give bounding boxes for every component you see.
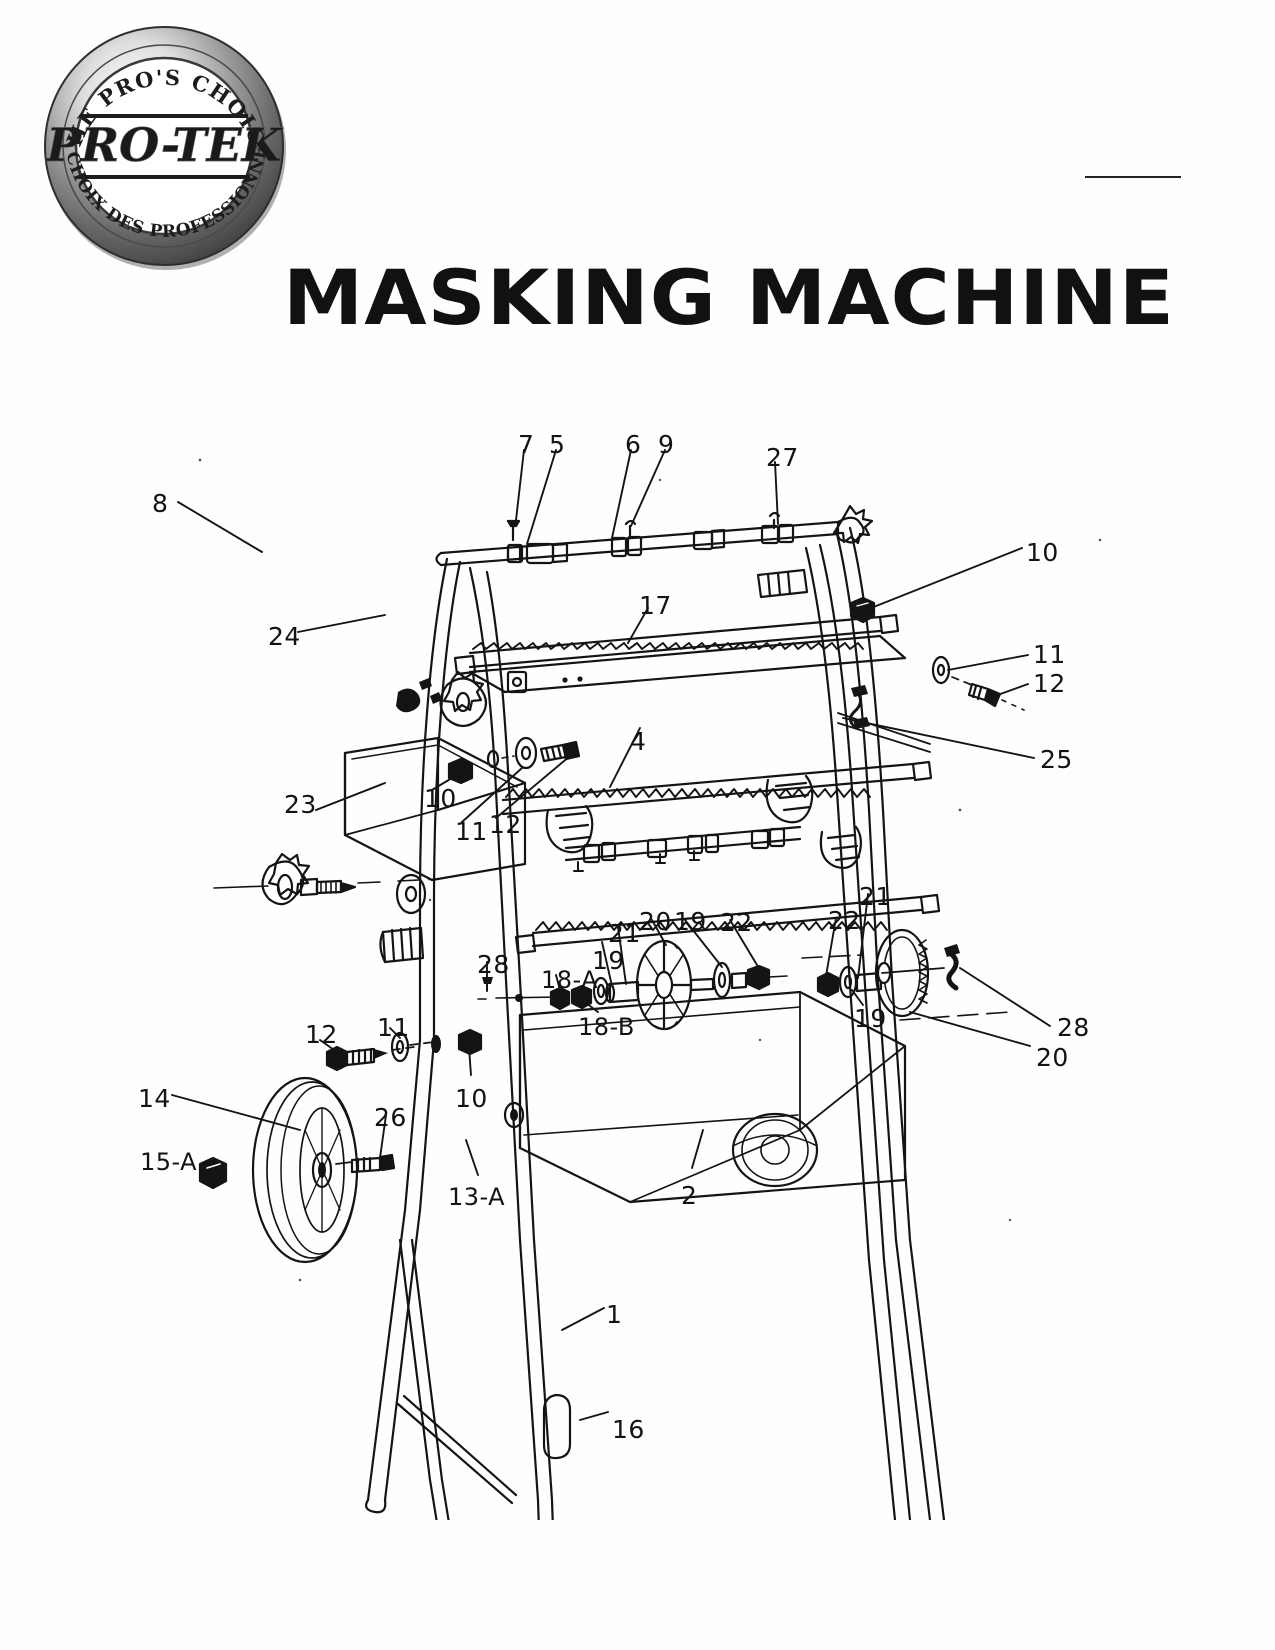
wheel-hardware-10-11-12 <box>325 1028 483 1072</box>
callout-26: 26 <box>374 1103 407 1132</box>
masking-machine-illustration <box>0 340 1275 1520</box>
callout-28: 28 <box>1057 1013 1090 1042</box>
callout-10: 10 <box>1026 538 1059 567</box>
callout-19: 19 <box>592 946 625 975</box>
middle-cutter-bar <box>501 760 933 816</box>
tape-roll-cradle-right <box>819 825 863 870</box>
leader-lines <box>171 449 1051 1421</box>
lower-cutter-bar <box>514 893 941 955</box>
callout-23: 23 <box>284 790 317 819</box>
callout-21: 21 <box>608 919 641 948</box>
callout-11: 11 <box>377 1013 410 1042</box>
callout-20: 20 <box>1036 1043 1069 1072</box>
callout-8: 8 <box>152 489 169 518</box>
callout-12: 12 <box>1033 669 1066 698</box>
callout-12: 12 <box>305 1020 338 1049</box>
pro-tek-logo: PRO-TEK THE PRO'S CHOICE LE CHOIX DES PR… <box>42 24 290 272</box>
margin-tick-mark <box>1085 176 1181 178</box>
center-hub-assembly <box>477 939 788 1031</box>
upper-cutter-bar <box>453 613 900 683</box>
callout-10: 10 <box>455 1084 488 1113</box>
left-handwheel-assembly <box>213 852 439 906</box>
page-title: MASKING MACHINE <box>283 253 1175 342</box>
left-gear-cluster <box>396 670 488 728</box>
callout-18-b: 18-B <box>578 1013 635 1041</box>
callout-13-a: 13-A <box>448 1183 506 1211</box>
callout-20: 20 <box>639 907 672 936</box>
hex-nut-10-upper <box>849 596 876 624</box>
upper-spindle-assembly <box>435 504 874 567</box>
callout-27: 27 <box>766 443 799 472</box>
callout-16: 16 <box>612 1415 645 1444</box>
callout-6: 6 <box>625 430 642 459</box>
callout-28: 28 <box>477 950 510 979</box>
scan-speckles <box>198 458 1102 1282</box>
callout-1: 1 <box>606 1300 623 1329</box>
leg-boss <box>503 1101 525 1129</box>
handle-grip-24 <box>379 926 425 964</box>
right-hub-assembly <box>801 928 1011 1021</box>
callout-7: 7 <box>518 430 535 459</box>
right-wheel <box>731 1112 819 1188</box>
callout-24: 24 <box>268 622 301 651</box>
callout-14: 14 <box>138 1084 171 1113</box>
callout-22: 22 <box>720 908 753 937</box>
left-wheel-14 <box>251 1076 359 1264</box>
callout-19: 19 <box>674 907 707 936</box>
tape-roll-cradle-left <box>545 804 594 854</box>
logo-brand-text: PRO-TEK <box>44 118 283 172</box>
axle-bolt-26 <box>335 1153 396 1174</box>
callout-15-a: 15-A <box>140 1148 198 1176</box>
upper-shelf-plate <box>468 634 907 694</box>
foot-cap-16 <box>542 1393 572 1460</box>
callout-12: 12 <box>489 810 522 839</box>
callout-11: 11 <box>1033 640 1066 669</box>
pin-28-left <box>482 976 493 992</box>
lower-spindle-assembly <box>564 825 802 872</box>
callout-5: 5 <box>549 430 566 459</box>
callout-4: 4 <box>630 727 647 756</box>
callout-11: 11 <box>455 817 488 846</box>
right-top-bracket <box>756 568 809 599</box>
hex-nut-15A <box>198 1156 228 1190</box>
callout-18-a: 18-A <box>541 966 599 994</box>
callout-9: 9 <box>658 430 675 459</box>
callout-2: 2 <box>681 1181 698 1210</box>
tape-roll-cradle-mid <box>765 774 814 824</box>
internal-linkage-25 <box>837 685 931 753</box>
callout-10: 10 <box>424 784 457 813</box>
callout-17: 17 <box>639 591 672 620</box>
callout-21: 21 <box>859 882 892 911</box>
callout-22: 22 <box>828 906 861 935</box>
callout-19: 19 <box>854 1004 887 1033</box>
callout-25: 25 <box>1040 745 1073 774</box>
